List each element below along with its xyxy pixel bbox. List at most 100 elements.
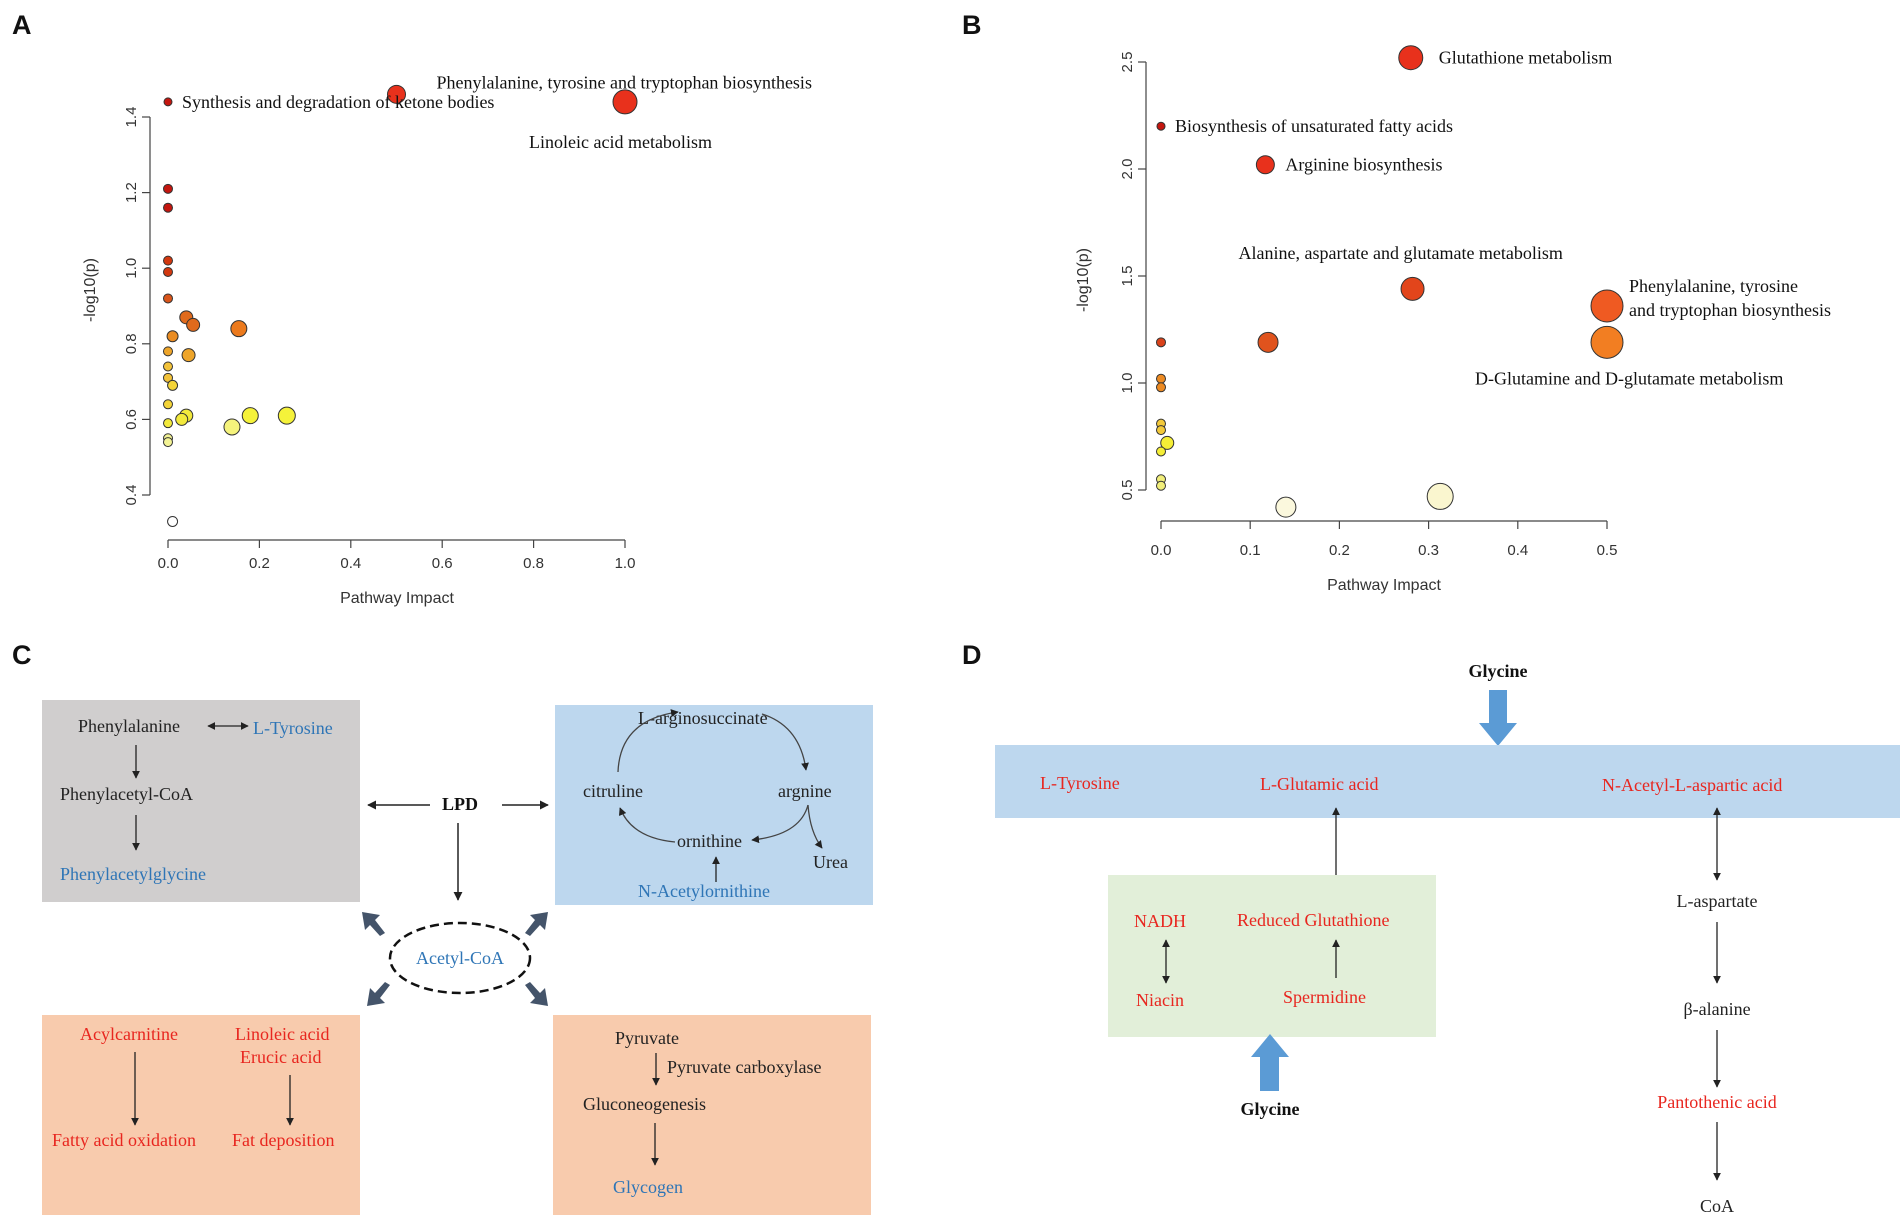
acetyl-coa-ellipse bbox=[388, 921, 532, 995]
x-axis-title: Pathway Impact bbox=[1327, 577, 1441, 594]
y-tick-label: 1.0 bbox=[123, 258, 140, 279]
l-aspartate-label: L-aspartate bbox=[1677, 891, 1758, 911]
y-tick-label: 2.0 bbox=[1119, 159, 1136, 180]
data-point bbox=[1156, 446, 1166, 457]
data-point bbox=[223, 418, 241, 436]
data-point bbox=[163, 255, 173, 266]
pyruvate-label: Pyruvate bbox=[615, 1028, 679, 1048]
data-point bbox=[163, 399, 173, 410]
data-point bbox=[1156, 121, 1166, 131]
data-point bbox=[163, 202, 173, 213]
niacin-label: Niacin bbox=[1136, 990, 1184, 1010]
phenylacetylglycine-label: Phenylacetylglycine bbox=[60, 864, 206, 884]
orange-box-left bbox=[42, 1015, 360, 1215]
ornithine-label: ornithine bbox=[677, 831, 742, 851]
panel-label-c: C bbox=[12, 640, 32, 670]
x-tick-label: 0.8 bbox=[523, 555, 544, 572]
urea-label: Urea bbox=[813, 852, 848, 872]
metabolite-band bbox=[995, 745, 1900, 818]
x-tick-label: 0.0 bbox=[1151, 542, 1172, 559]
x-tick-label: 0.6 bbox=[432, 555, 453, 572]
data-point bbox=[241, 407, 259, 425]
point-label: D-Glutamine and D-glutamate metabolism bbox=[1475, 368, 1783, 388]
y-tick-label: 1.2 bbox=[123, 182, 140, 203]
band-l-tyrosine-label: L-Tyrosine bbox=[1040, 773, 1120, 793]
pantothenic-acid-label: Pantothenic acid bbox=[1657, 1092, 1776, 1112]
point-label: Biosynthesis of unsaturated fatty acids bbox=[1175, 116, 1453, 136]
argnine-label: argnine bbox=[778, 781, 832, 801]
reduced-glutathione-label: Reduced Glutathione bbox=[1237, 910, 1389, 930]
band-glutamic-label: L-Glutamic acid bbox=[1260, 774, 1378, 794]
data-point bbox=[230, 320, 248, 338]
data-point bbox=[277, 406, 296, 425]
data-point bbox=[167, 515, 179, 527]
erucic-acid-label: Erucic acid bbox=[240, 1047, 321, 1067]
y-tick-label: 0.4 bbox=[123, 485, 140, 506]
x-tick-label: 0.0 bbox=[158, 555, 179, 572]
data-point bbox=[1160, 435, 1175, 450]
data-point bbox=[163, 97, 173, 107]
glycine-up-arrow bbox=[1251, 1034, 1289, 1091]
point-label: Glutathione metabolism bbox=[1439, 48, 1612, 68]
y-tick-label: 0.5 bbox=[1119, 480, 1136, 501]
nadh-label: NADH bbox=[1134, 911, 1186, 931]
x-tick-label: 0.1 bbox=[1240, 542, 1261, 559]
data-point bbox=[163, 183, 173, 194]
data-point bbox=[186, 317, 201, 332]
data-point bbox=[1156, 480, 1166, 491]
data-point bbox=[163, 266, 173, 277]
fat-deposition-label: Fat deposition bbox=[232, 1130, 335, 1150]
coa-label: CoA bbox=[1700, 1196, 1734, 1216]
y-tick-label: 1.4 bbox=[123, 107, 140, 128]
x-tick-label: 0.5 bbox=[1597, 542, 1618, 559]
point-label: Linoleic acid metabolism bbox=[529, 132, 712, 152]
data-point bbox=[166, 330, 179, 343]
beta-alanine-label: β-alanine bbox=[1683, 999, 1750, 1019]
data-point bbox=[1156, 337, 1166, 348]
data-point bbox=[1156, 425, 1166, 436]
phenylacetyl-coa-label: Phenylacetyl-CoA bbox=[60, 784, 193, 804]
gray-box bbox=[42, 700, 360, 902]
glycine-bottom-label: Glycine bbox=[1241, 1099, 1300, 1119]
data-point bbox=[1426, 482, 1454, 510]
blue-box bbox=[555, 705, 873, 905]
data-point bbox=[1590, 289, 1624, 323]
glycogen-label: Glycogen bbox=[613, 1177, 683, 1197]
panel-label-a: A bbox=[12, 10, 32, 40]
spermidine-label: Spermidine bbox=[1283, 987, 1366, 1007]
point-label: Phenylalanine, tyrosine and tryptophan b… bbox=[437, 72, 812, 92]
y-axis-title: -log10(p) bbox=[1075, 248, 1092, 312]
acetyl-coa-label: Acetyl-CoA bbox=[416, 948, 504, 968]
data-point bbox=[612, 89, 638, 115]
y-axis-title: -log10(p) bbox=[82, 258, 99, 322]
x-tick-label: 0.4 bbox=[340, 555, 361, 572]
data-point bbox=[175, 412, 189, 426]
point-label: Synthesis and degradation of ketone bodi… bbox=[182, 92, 494, 112]
point-label: Arginine biosynthesis bbox=[1285, 155, 1442, 175]
acetylornithine-label: N-Acetylornithine bbox=[638, 881, 770, 901]
data-point bbox=[1257, 331, 1279, 353]
phenylalanine-label: Phenylalanine bbox=[78, 716, 180, 736]
y-tick-label: 1.5 bbox=[1119, 266, 1136, 287]
x-axis-title: Pathway Impact bbox=[340, 590, 454, 607]
arginosuccinate-label: L-arginosuccinate bbox=[638, 708, 768, 728]
y-tick-label: 1.0 bbox=[1119, 373, 1136, 394]
x-tick-label: 0.2 bbox=[249, 555, 270, 572]
orange-box-right bbox=[553, 1015, 871, 1215]
data-point bbox=[1590, 325, 1624, 359]
citruline-label: citruline bbox=[583, 781, 643, 801]
data-point bbox=[181, 348, 196, 363]
linoleic-acid-label: Linoleic acid bbox=[235, 1024, 329, 1044]
band-naa-label: N-Acetyl-L-aspartic acid bbox=[1602, 775, 1782, 795]
x-tick-label: 0.3 bbox=[1418, 542, 1439, 559]
lpd-label: LPD bbox=[442, 794, 478, 814]
data-point bbox=[167, 379, 179, 391]
glycine-top-label: Glycine bbox=[1469, 661, 1528, 681]
y-tick-label: 2.5 bbox=[1119, 52, 1136, 73]
